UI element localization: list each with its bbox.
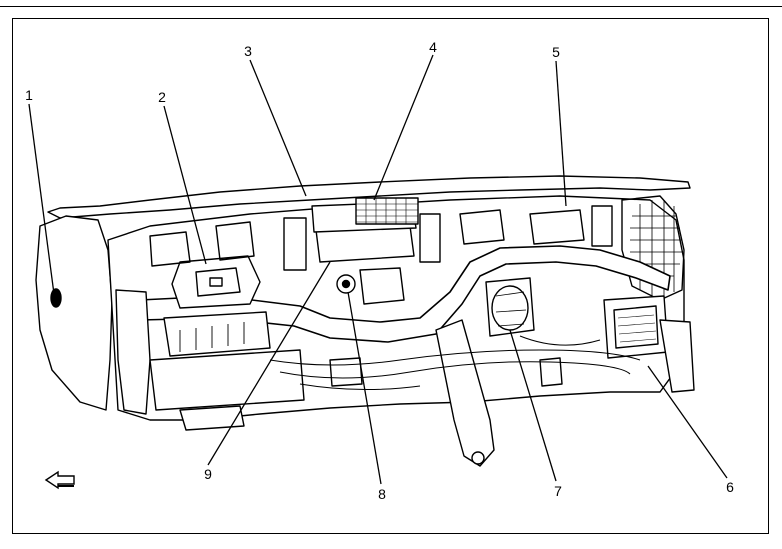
leader-lines [28,54,728,485]
arrow-left-icon [44,470,75,490]
callout-8: 8 [378,486,386,502]
leader-line-2 [163,105,207,265]
diagram-frame [12,18,769,534]
top-rule [0,6,782,7]
callout-labels: 1 2 3 4 5 6 7 8 9 [25,39,734,502]
leader-line-7 [509,329,557,482]
leader-line-1 [28,103,55,295]
leader-line-9 [207,261,331,466]
callout-3: 3 [244,43,252,59]
leader-line-6 [647,365,728,479]
callout-9: 9 [204,466,212,482]
leader-line-4 [373,54,434,201]
callout-4: 4 [429,39,437,55]
callout-2: 2 [158,89,166,105]
callout-1: 1 [25,87,33,103]
leader-line-5 [555,60,567,207]
instrument-panel-drawing [35,175,695,467]
callout-5: 5 [552,44,560,60]
leader-line-8 [347,291,382,485]
leader-line-3 [249,59,307,197]
callout-6: 6 [726,479,734,495]
callout-7: 7 [554,483,562,499]
